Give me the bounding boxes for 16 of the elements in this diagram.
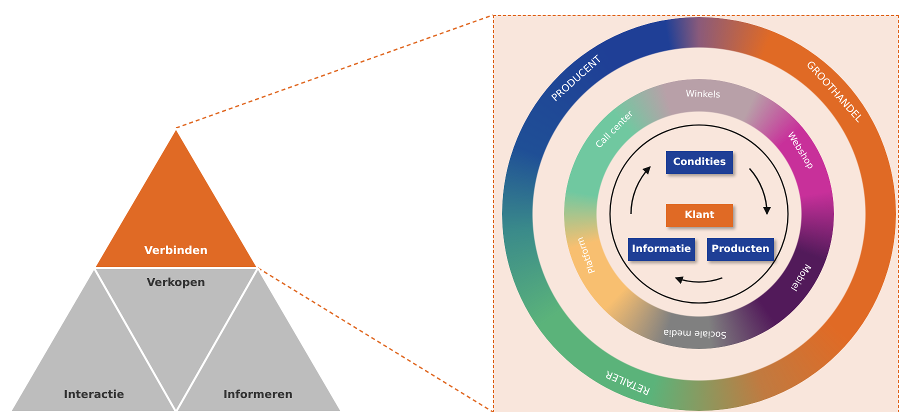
label-box: Klant (666, 204, 733, 227)
dashed-leader-line (258, 267, 494, 412)
label-box: Producten (707, 238, 774, 261)
cycle-arrow (748, 168, 771, 215)
segment-label: Verkopen (146, 276, 206, 289)
dashed-leader-line (176, 14, 494, 129)
cycle-arrow (630, 166, 651, 214)
segment-label: Verbinden (144, 244, 208, 257)
cycle-arrow (674, 276, 722, 284)
segment-label: Informeren (223, 388, 293, 401)
label-box: Informatie (628, 238, 695, 261)
label-box: Condities (666, 151, 733, 174)
ring-label: Winkels (686, 89, 721, 101)
triangle-segment (94, 128, 258, 268)
segment-label: Interactie (64, 388, 124, 401)
ring-label: Sociale media (663, 326, 727, 340)
